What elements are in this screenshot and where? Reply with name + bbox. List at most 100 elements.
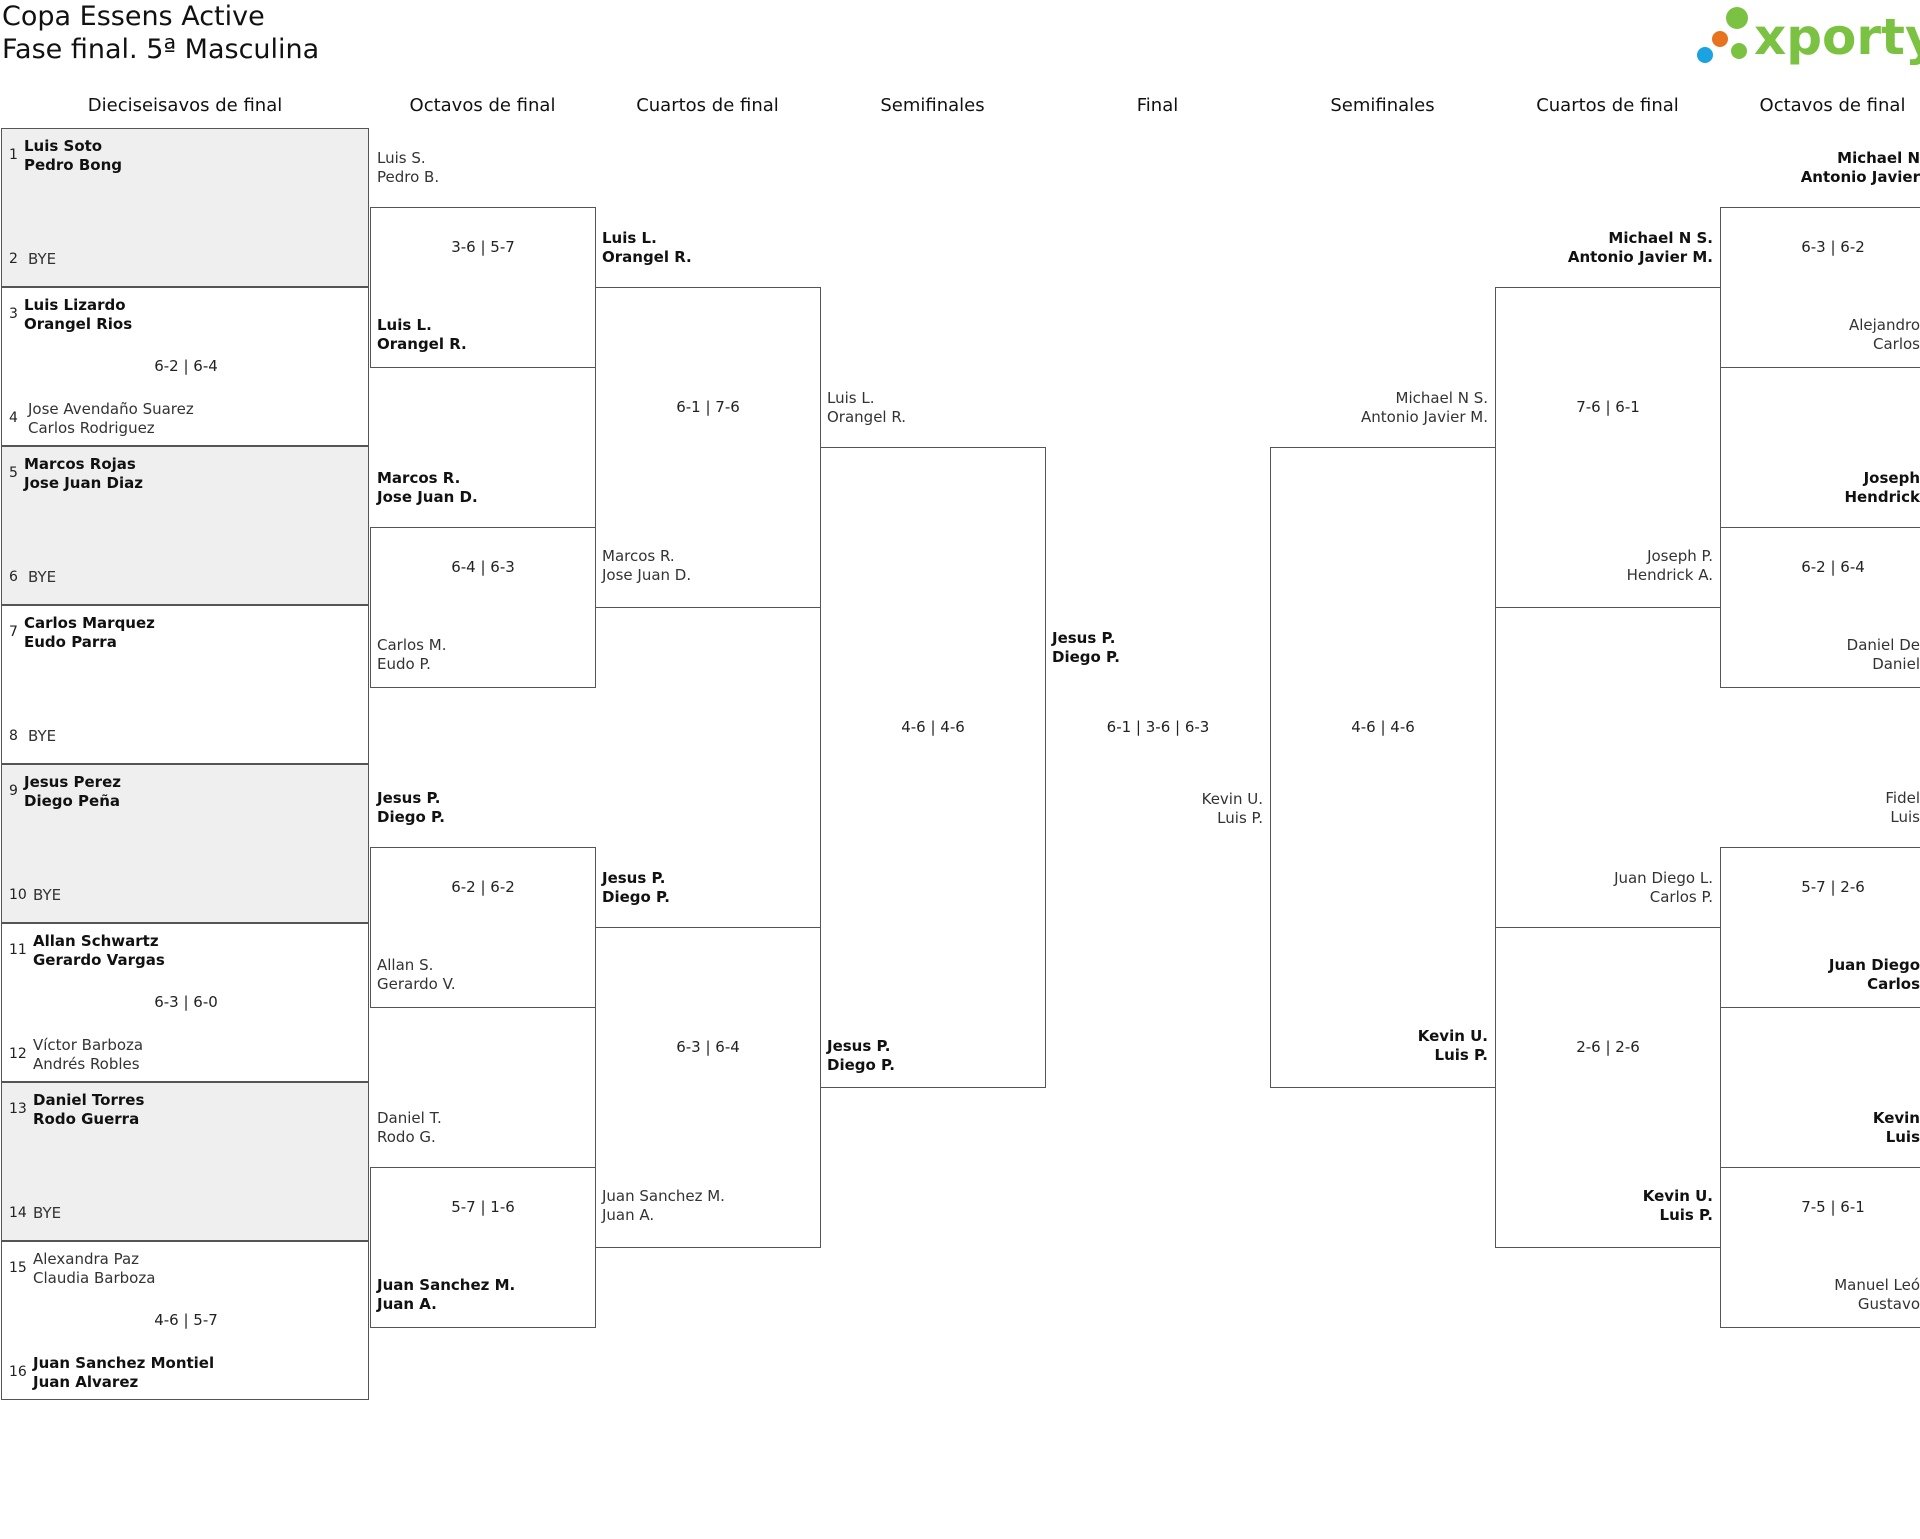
team-top-player1: Luis L. (602, 229, 657, 247)
team-top-player1: Marcos R. (377, 469, 461, 487)
team-top-player2: Pedro B. (377, 168, 440, 186)
match-score: 3-6 | 5-7 (451, 238, 515, 256)
team-top-player1: Carlos Marquez (24, 614, 155, 632)
r16-bracket-line (1720, 847, 1920, 1008)
seed-number: 11 (9, 942, 27, 958)
seed-number: 10 (9, 887, 27, 903)
match-score: 6-2 | 6-4 (154, 357, 218, 375)
team-bottom-player1: Daniel De (1846, 636, 1920, 654)
round-header-qf-left: Cuartos de final (636, 95, 779, 116)
match-score: 2-6 | 2-6 (1576, 1038, 1640, 1056)
team-bottom-player2: Daniel (1872, 655, 1920, 673)
team-top-player2: Jose Juan Diaz (24, 474, 143, 492)
match-score: 7-6 | 6-1 (1576, 398, 1640, 416)
team-bottom-player1: BYE (33, 1204, 62, 1222)
team-top-player2: Carlos P. (1649, 888, 1713, 906)
team-bottom-player1: Juan Sanchez M. (602, 1187, 725, 1205)
team-bottom-player1: Luis L. (377, 316, 432, 334)
match-score: 6-2 | 6-4 (1801, 558, 1865, 576)
team-top-player1: Michael N (1837, 149, 1920, 167)
qf-bracket-line (1495, 287, 1721, 608)
round-header-r16-right: Octavos de final (1759, 95, 1906, 116)
tournament-title: Copa Essens Active (2, 1, 265, 32)
seed-number: 2 (9, 251, 18, 267)
r16-bracket-line (1720, 527, 1920, 688)
team-bottom-player2: Eudo P. (377, 655, 431, 673)
team-top-player1: Luis L. (827, 389, 875, 407)
team-top-player2: Orangel R. (602, 248, 692, 266)
round-header-sf-left: Semifinales (880, 95, 985, 116)
final-winner-player2: Diego P. (1052, 648, 1120, 666)
team-top-player1: Luis Soto (24, 137, 103, 155)
team-bottom-player1: Manuel Leó (1834, 1276, 1920, 1294)
match-score: 6-2 | 6-2 (451, 878, 515, 896)
team-top-player1: Marcos Rojas (24, 455, 136, 473)
team-bottom-player1: Jesus P. (827, 1037, 891, 1055)
match-score: 6-1 | 7-6 (676, 398, 740, 416)
team-bottom-player2: Carlos (1867, 975, 1920, 993)
team-top-player1: Juan Diego L. (1614, 869, 1713, 887)
team-top-player2: Pedro Bong (24, 156, 122, 174)
team-bottom-player2: Juan A. (602, 1206, 655, 1224)
team-bottom-player2: Jose Juan D. (602, 566, 692, 584)
match-score: 7-5 | 6-1 (1801, 1198, 1865, 1216)
seed-number: 16 (9, 1364, 27, 1380)
round-header-qf-right: Cuartos de final (1536, 95, 1679, 116)
team-top-player2: Luis (1885, 1128, 1920, 1146)
team-bottom-player1: BYE (28, 568, 57, 586)
qf-bracket-line (1495, 927, 1721, 1248)
team-bottom-player1: Joseph P. (1647, 547, 1713, 565)
team-top-player1: Michael N S. (1395, 389, 1489, 407)
final-runnerup-player2: Luis P. (1217, 809, 1263, 827)
r16-bracket-line (1720, 207, 1920, 368)
team-top-player2: Antonio Javier (1800, 168, 1920, 186)
team-top-player2: Jose Juan D. (377, 488, 478, 506)
seed-number: 5 (9, 465, 18, 481)
team-bottom-player2: Juan Alvarez (33, 1373, 139, 1391)
team-bottom-player1: BYE (28, 250, 57, 268)
match-score: 4-6 | 4-6 (901, 718, 965, 736)
logo-text: xporty (1754, 8, 1920, 66)
seed-number: 7 (9, 624, 18, 640)
seed-number: 3 (9, 306, 18, 322)
team-bottom-player1: Juan Diego (1828, 956, 1920, 974)
team-top-player1: Allan Schwartz (33, 932, 159, 950)
round-header-sf-right: Semifinales (1330, 95, 1435, 116)
team-top-player1: Daniel Torres (33, 1091, 145, 1109)
team-bottom-player2: Juan A. (377, 1295, 437, 1313)
seed-number: 12 (9, 1046, 27, 1062)
sf-bracket-line (820, 447, 1046, 1088)
sf-bracket-line (1270, 447, 1496, 1088)
match-score: 4-6 | 4-6 (1351, 718, 1415, 736)
team-bottom-player1: Víctor Barboza (33, 1036, 144, 1054)
team-top-player1: Alexandra Paz (33, 1250, 140, 1268)
team-bottom-player1: Jose Avendaño Suarez (28, 400, 194, 418)
team-top-player2: Rodo G. (377, 1128, 436, 1146)
team-bottom-player1: Kevin U. (1417, 1027, 1488, 1045)
team-top-player2: Rodo Guerra (33, 1110, 140, 1128)
team-bottom-player1: Allan S. (377, 956, 434, 974)
team-top-player2: Claudia Barboza (33, 1269, 156, 1287)
team-top-player2: Diego P. (602, 888, 670, 906)
seed-number: 6 (9, 569, 18, 585)
team-bottom-player1: BYE (28, 727, 57, 745)
team-bottom-player1: Juan Sanchez M. (377, 1276, 516, 1294)
team-bottom-player2: Luis P. (1434, 1046, 1488, 1064)
team-top-player2: Eudo Parra (24, 633, 117, 651)
round-header-final: Final (1136, 95, 1179, 116)
team-top-player1: Joseph (1863, 469, 1920, 487)
seed-number: 4 (9, 410, 18, 426)
team-bottom-player2: Luis P. (1659, 1206, 1713, 1224)
team-bottom-player2: Gustavo (1857, 1295, 1920, 1313)
team-top-player2: Luis (1890, 808, 1920, 826)
xporty-logo: xporty (1697, 7, 1920, 66)
team-bottom-player2: Carlos (1873, 335, 1920, 353)
team-top-player1: Jesus P. (602, 869, 666, 887)
